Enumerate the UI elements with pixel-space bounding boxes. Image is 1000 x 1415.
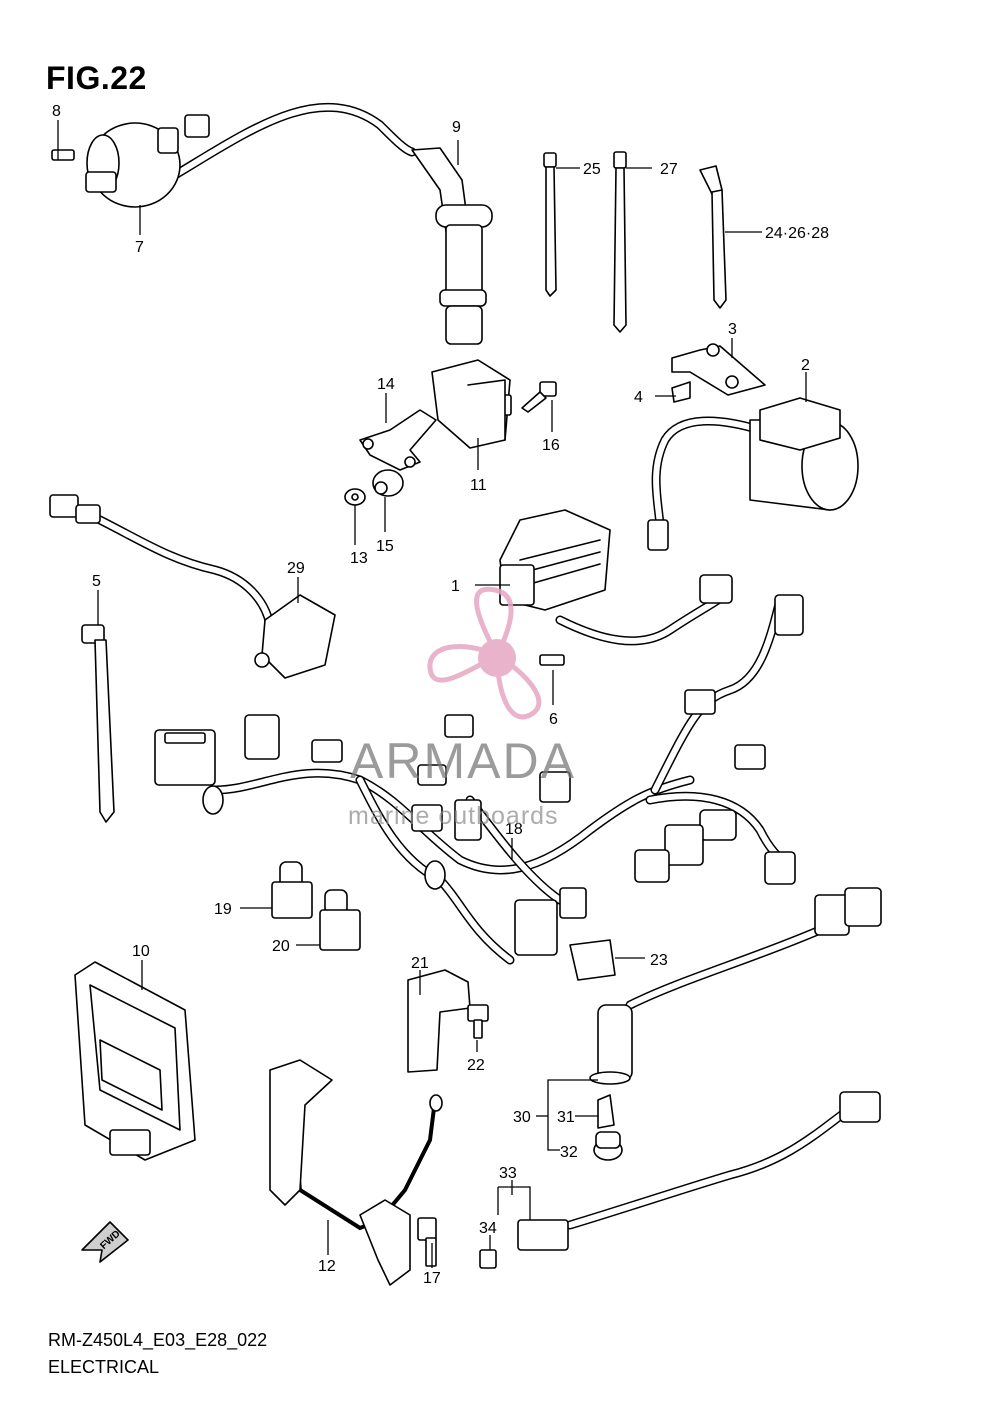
- callout-32: 32: [560, 1144, 578, 1161]
- callout-20: 20: [272, 938, 290, 955]
- grommet-32: [593, 1131, 623, 1161]
- figure-code: RM-Z450L4_E03_E28_022: [48, 1330, 268, 1350]
- callout-23: 23: [650, 952, 668, 969]
- bolt-22: [467, 1004, 489, 1039]
- callout-19: 19: [214, 901, 232, 918]
- armada-watermark: ARMADA marine outboards: [348, 586, 576, 830]
- callout-13: 13: [350, 550, 368, 567]
- callouts: 8 7 9 25 27 24·26·28 3 2 4 14 16 11 13 1…: [52, 103, 829, 1287]
- callout-4: 4: [634, 389, 643, 406]
- watermark-brand: ARMADA: [350, 733, 576, 789]
- relay-11: [431, 359, 512, 449]
- leader-lines: [57, 120, 807, 1268]
- callout-9: 9: [452, 119, 461, 136]
- bracket-14: [359, 409, 437, 471]
- callout-30: 30: [513, 1109, 531, 1126]
- bolt-17: [417, 1217, 437, 1267]
- cable-tie-5: [81, 624, 115, 823]
- callout-29: 29: [287, 560, 305, 577]
- callout-33: 33: [499, 1165, 517, 1182]
- watermark-tagline: marine outboards: [348, 802, 559, 830]
- callout-11: 11: [470, 477, 487, 494]
- regulator-1: [499, 509, 733, 666]
- spark-plug-cap: [411, 147, 493, 345]
- bracket-12: [269, 1059, 443, 1286]
- callout-14: 14: [377, 376, 395, 393]
- bolt-16: [521, 381, 557, 413]
- plug-31: [597, 1094, 615, 1129]
- washer-13: [344, 488, 366, 506]
- callout-17: 17: [423, 1270, 441, 1287]
- grommet-15: [372, 469, 404, 497]
- ecm-10: [74, 961, 196, 1161]
- callout-6: 6: [549, 711, 558, 728]
- ignition-coil: [51, 103, 417, 208]
- component-23: [569, 939, 616, 981]
- sensor-29: [49, 494, 336, 679]
- connector-19: [271, 861, 313, 919]
- callout-5: 5: [92, 573, 101, 590]
- forward-direction-arrow: FWD: [81, 1221, 129, 1263]
- figure-title: FIG.22: [46, 60, 147, 96]
- callout-7: 7: [135, 239, 144, 256]
- callout-34: 34: [479, 1220, 497, 1237]
- callout-2: 2: [801, 357, 810, 374]
- callout-3: 3: [728, 321, 737, 338]
- connector-20: [319, 889, 361, 951]
- bracket-3: [671, 343, 766, 403]
- section-title: ELECTRICAL: [48, 1357, 160, 1377]
- callout-15: 15: [376, 538, 394, 555]
- callout-21: 21: [411, 955, 429, 972]
- cap-30: [589, 887, 882, 1085]
- wiring-harness-18: [154, 594, 804, 965]
- fuse-box-33: [517, 1091, 881, 1251]
- callout-1: 1: [451, 578, 460, 595]
- callout-27: 27: [660, 161, 678, 178]
- cable-tie-27: [613, 151, 627, 333]
- callout-10: 10: [132, 943, 150, 960]
- callout-22: 22: [467, 1057, 485, 1074]
- callout-16: 16: [542, 437, 560, 454]
- fuse-34: [479, 1249, 497, 1269]
- bracket-21: [407, 969, 471, 1073]
- callout-31: 31: [557, 1109, 575, 1126]
- component-2: [647, 397, 859, 551]
- cable-tie-24-26-28: [699, 165, 727, 309]
- cable-tie-25: [543, 152, 557, 297]
- callout-18: 18: [505, 821, 523, 838]
- callout-24-26-28: 24·26·28: [765, 225, 829, 242]
- propeller-logo: [427, 586, 542, 720]
- callout-12: 12: [318, 1258, 336, 1275]
- callout-25: 25: [583, 161, 601, 178]
- callout-8: 8: [52, 103, 61, 120]
